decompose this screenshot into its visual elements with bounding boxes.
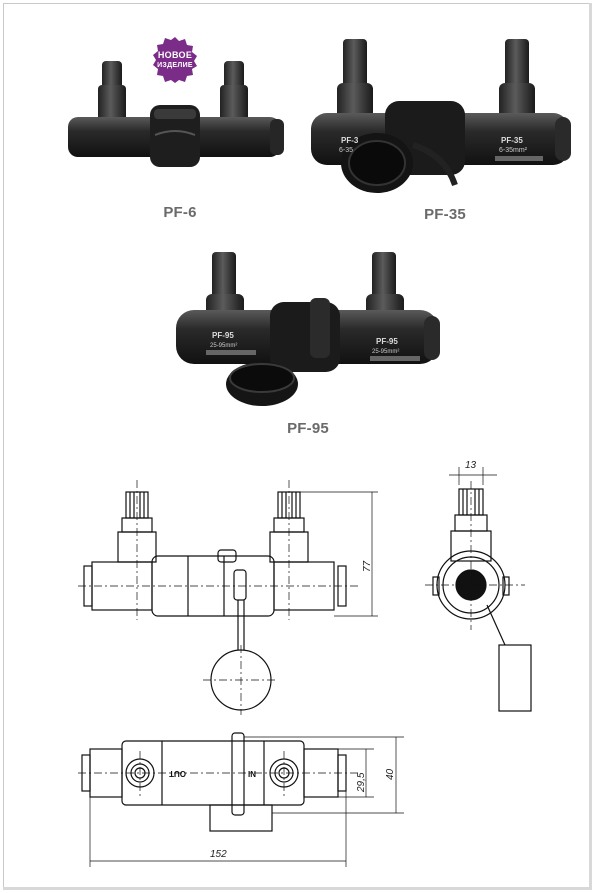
product-photo-pf35: PF-3 6-35 PF-35 6-35mm² [311,39,571,193]
badge-line2: ИЗДЕЛИЕ [157,62,193,69]
page-frame [3,3,589,889]
pf35-range-right: 6-35mm² [499,147,528,154]
pf95-range-left: 25-95mm² [210,343,237,349]
badge-line1: НОВОЕ [157,50,193,60]
mark-in: IN [248,770,256,779]
dim-height-77: 77 [362,560,373,572]
pf35-label-left: PF-3 [341,136,359,145]
mark-out: OUT [169,769,186,778]
pf95-label-right: PF-95 [376,337,398,346]
drawing-top-view: OUT IN [78,732,404,867]
pf95-range-right: 25-95mm² [372,349,399,355]
caption-pf95: PF-95 [287,420,329,437]
dim-width-13: 13 [465,460,477,471]
caption-pf6: PF-6 [163,204,197,221]
dim-length-152: 152 [210,849,227,860]
caption-pf35: PF-35 [424,206,466,223]
drawing-side-view [425,467,532,712]
dim-outer-40: 40 [385,768,396,780]
pf35-range-left: 6-35 [339,147,353,154]
dim-inner-29-5: 29,5 [356,772,367,792]
product-photo-pf95: PF-95 25-95mm² PF-95 25-95mm² [176,252,440,406]
pf95-label-left: PF-95 [212,331,234,340]
new-product-badge [153,37,197,83]
frame-shadow-right [589,3,592,890]
frame-shadow-bottom [3,887,591,890]
product-photo-pf6 [68,61,284,167]
drawing-front-view [78,480,378,715]
pf35-label-right: PF-35 [501,136,523,145]
